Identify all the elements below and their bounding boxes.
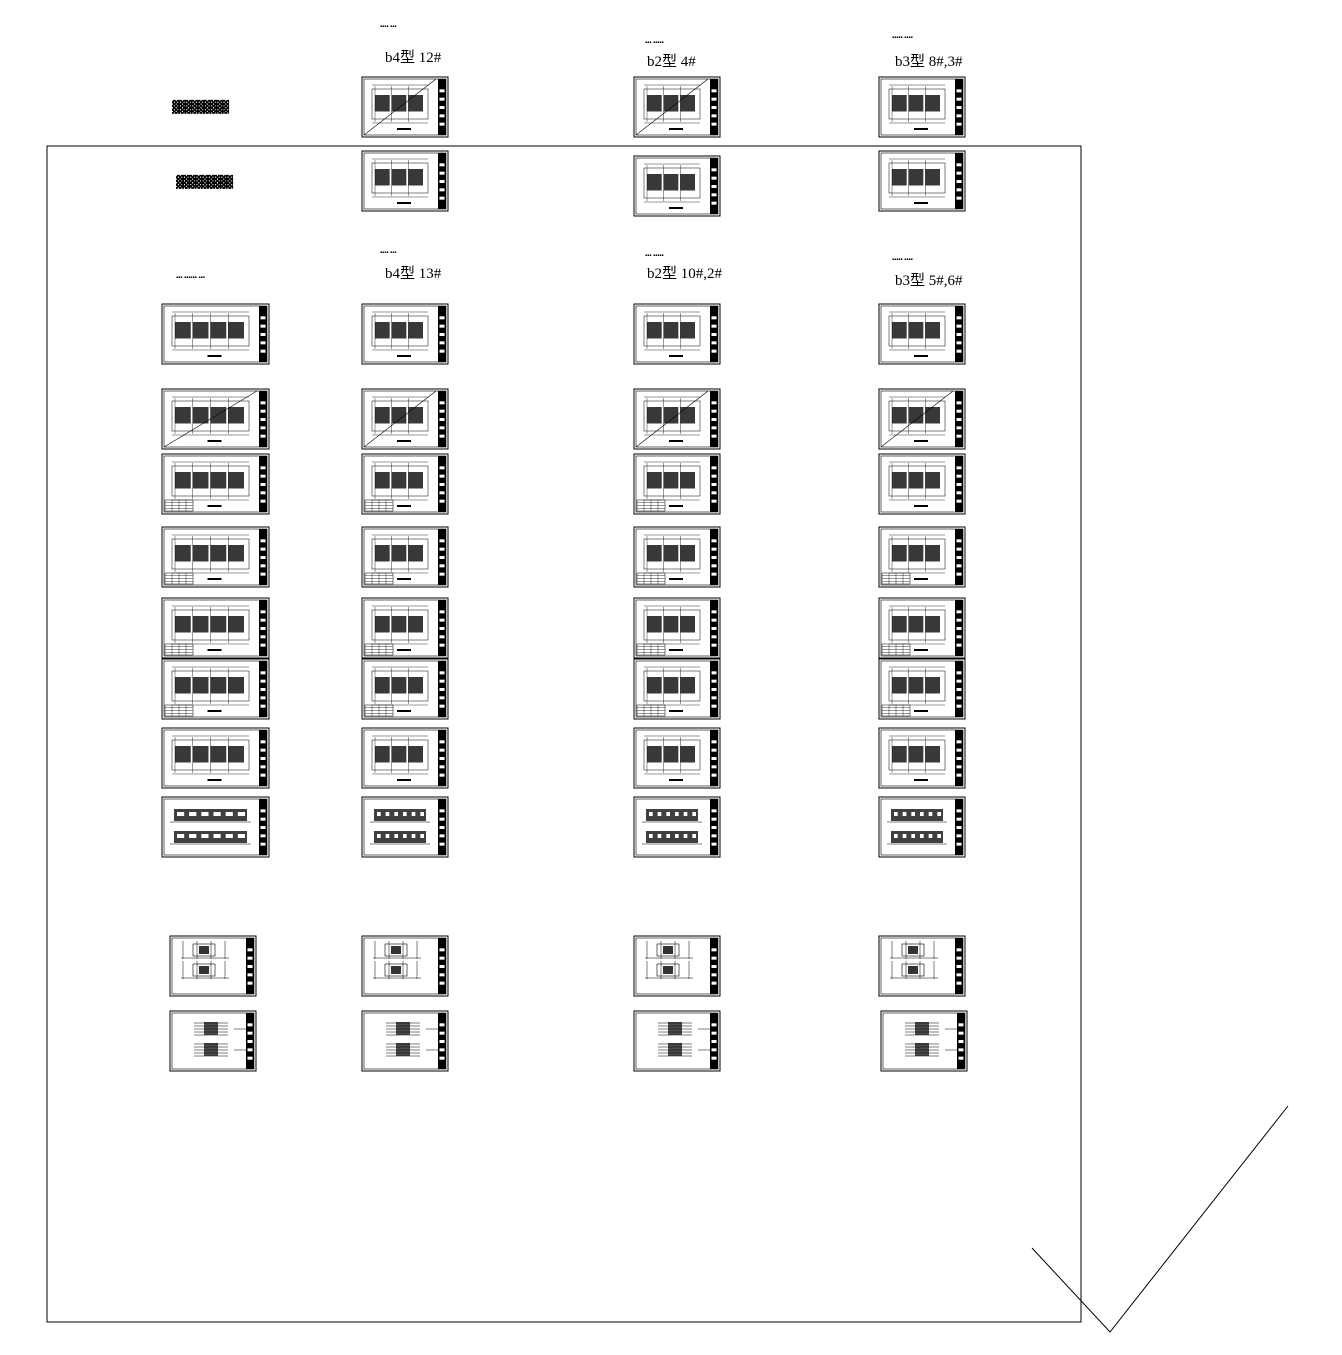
column-title-b4-12: b4型 12# [385,50,442,66]
column-title-b4-13: b4型 13# [385,266,442,282]
drawing-sheet [361,935,449,997]
drawing-sheet [161,303,270,365]
drawing-sheet [633,155,721,217]
drawing-sheet [361,727,449,789]
column-subtitle: ▪▪▪▪ ▪▪▪ [380,250,397,256]
drawing-sheet [361,1010,449,1072]
drawing-sheet [161,658,270,720]
drawing-sheet [633,935,721,997]
check-mark-lines [1031,1105,1289,1333]
drawing-sheet [633,796,721,858]
column-subtitle: ▪▪▪▪▪ ▪▪▪▪ [892,257,913,263]
drawing-sheet [361,388,449,450]
drawing-sheet [633,597,721,659]
drawing-sheet [633,76,721,138]
drawing-sheet [878,303,966,365]
column-subtitle: ▪▪▪▪ ▪▪▪ [380,24,397,30]
drawing-sheet [361,76,449,138]
drawing-sheet [878,150,966,212]
drawing-sheet [880,1010,968,1072]
drawing-sheets [161,76,968,1072]
drawing-sheet [633,526,721,588]
drawing-sheet [161,597,270,659]
layout-frame [46,145,1082,1323]
drawing-sheet [361,453,449,515]
column-title-b3-8-3: b3型 8#,3# [895,54,963,70]
column-subtitle: ▪▪▪ ▪▪▪▪▪▪ ▪▪▪ [176,275,205,281]
drawing-sheet [161,796,270,858]
drawing-sheet [633,727,721,789]
row-label-scribble: ▓▓▓▓▓▓▓▓▓ [172,100,229,114]
drawing-sheet [878,453,966,515]
drawing-sheet [169,1010,257,1072]
drawing-sheet [161,388,270,450]
drawing-sheet [878,796,966,858]
row-label-scribble: ▓▓▓▓▓▓▓▓▓ [176,175,233,189]
drawing-sheet [878,597,966,659]
drawing-sheet [361,150,449,212]
drawing-sheet [361,597,449,659]
drawing-sheet [878,388,966,450]
column-subtitle: ▪▪▪▪▪ ▪▪▪▪ [892,35,913,41]
column-subtitle: ▪▪▪ ▪▪▪▪▪ [645,253,664,259]
drawing-sheet [633,303,721,365]
column-subtitle: ▪▪▪ ▪▪▪▪▪ [645,40,664,46]
drawing-sheet [161,727,270,789]
drawing-sheet [878,76,966,138]
drawing-sheet [878,658,966,720]
drawing-sheet [161,526,270,588]
column-title-b2-10-2: b2型 10#,2# [647,266,723,282]
drawing-sheet [878,935,966,997]
drawing-sheet [878,727,966,789]
drawing-sheet [633,453,721,515]
drawing-sheet [361,303,449,365]
drawing-sheet [361,658,449,720]
drawing-sheet [361,796,449,858]
drawing-sheet [633,658,721,720]
drawing-sheet [161,453,270,515]
column-title-b2-4: b2型 4# [647,54,696,70]
drawing-sheet [633,1010,721,1072]
drawing-sheet [633,388,721,450]
drawing-sheet [361,526,449,588]
drawing-sheet [878,526,966,588]
drawing-sheet [169,935,257,997]
column-title-b3-5-6: b3型 5#,6# [895,273,963,289]
